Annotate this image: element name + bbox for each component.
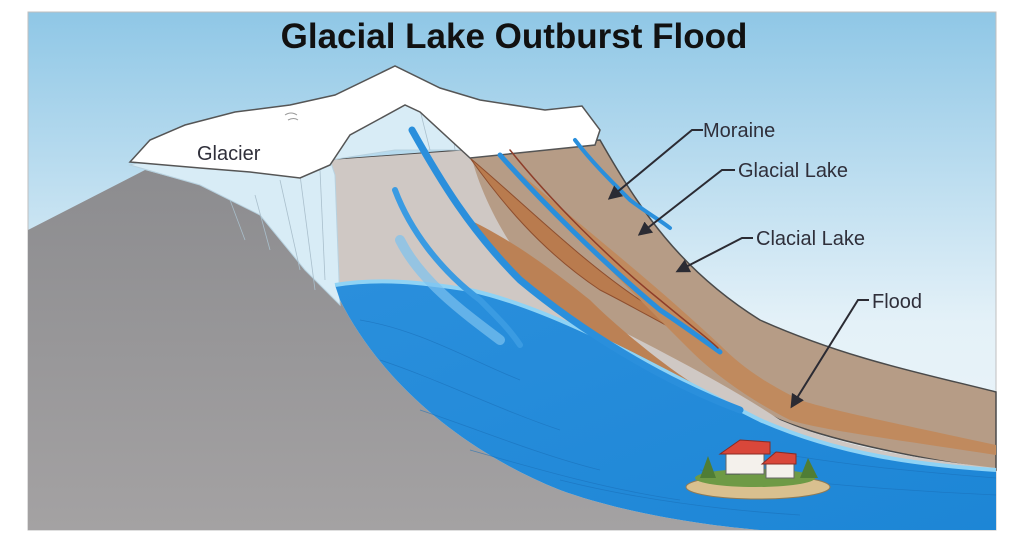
sediment-streak (500, 155, 996, 455)
label-moraine: Moraine (703, 120, 775, 142)
house (725, 451, 765, 475)
label-clacial-lake: Clacial Lake (756, 228, 865, 250)
glacier (128, 65, 601, 179)
glacial-lake-arrow (637, 169, 735, 236)
village-island (685, 439, 831, 500)
ice-crack-icon (284, 112, 299, 121)
sediment-streak (470, 220, 700, 388)
clacial-lake-arrow (675, 237, 753, 273)
meltwater-streams (392, 126, 744, 414)
label-flood: Flood (872, 291, 922, 313)
valley-floor (330, 150, 996, 475)
flood-arrow (790, 299, 869, 409)
label-glacial-lake: Glacial Lake (738, 160, 848, 182)
water-edge (334, 279, 997, 472)
moraine-arrow (607, 129, 703, 200)
rock-mountain (28, 170, 760, 530)
label-glacier: Glacier (197, 143, 261, 165)
diagram-title: Glacial Lake Outburst Flood (281, 17, 748, 56)
